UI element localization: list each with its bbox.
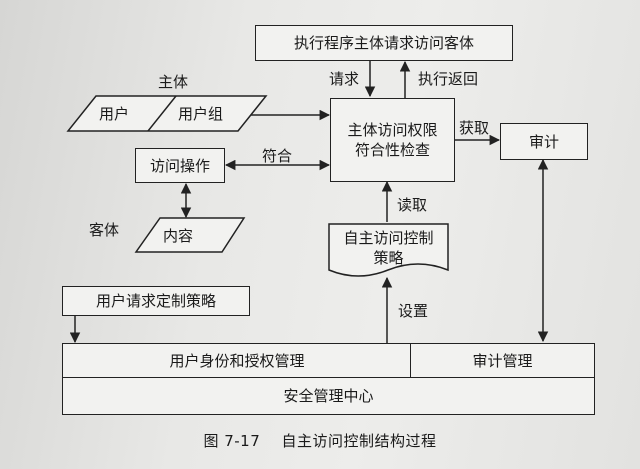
figure-title: 自主访问控制结构过程: [281, 432, 437, 450]
fetch-label: 获取: [459, 119, 490, 137]
check-line2: 符合性检查: [354, 141, 430, 159]
permission-check-box: 主体访问权限 符合性检查: [330, 98, 455, 182]
figure-caption: 图 7-17 自主访问控制结构过程: [0, 430, 640, 451]
request-label: 请求: [329, 70, 360, 88]
set-label: 设置: [398, 302, 429, 320]
audit-management-box: 审计管理: [410, 343, 595, 379]
policy-document-shape: [328, 223, 449, 277]
access-operation-text: 访问操作: [149, 156, 210, 175]
subject-label: 主体: [158, 73, 189, 91]
policy-text: 自主访问控制 策略: [329, 228, 448, 268]
user-text: 用户: [99, 105, 130, 123]
user-group-text: 用户组: [178, 105, 224, 123]
content-parallelogram: [134, 217, 246, 253]
read-label: 读取: [397, 196, 428, 214]
identity-management-text: 用户身份和授权管理: [169, 352, 305, 370]
audit-management-text: 审计管理: [472, 352, 533, 370]
user-policy-text: 用户请求定制策略: [95, 292, 216, 310]
check-line1: 主体访问权限: [347, 121, 438, 139]
security-center-box: 安全管理中心: [62, 377, 595, 415]
return-label: 执行返回: [418, 70, 479, 88]
identity-management-box: 用户身份和授权管理: [62, 343, 412, 379]
content-text: 内容: [163, 227, 194, 245]
request-object-text: 执行程序主体请求访问客体: [293, 34, 474, 52]
policy-line2: 策略: [373, 249, 404, 267]
audit-text: 审计: [528, 132, 559, 151]
match-label: 符合: [262, 147, 293, 165]
subject-parallelogram: [66, 95, 268, 132]
figure-number: 图 7-17: [203, 432, 261, 450]
security-center-text: 安全管理中心: [283, 387, 374, 405]
user-policy-box: 用户请求定制策略: [62, 286, 250, 316]
policy-line1: 自主访问控制: [343, 229, 434, 247]
object-label: 客体: [89, 221, 120, 239]
request-object-box: 执行程序主体请求访问客体: [255, 25, 513, 61]
access-operation-box: 访问操作: [135, 148, 225, 183]
audit-box: 审计: [500, 123, 588, 160]
